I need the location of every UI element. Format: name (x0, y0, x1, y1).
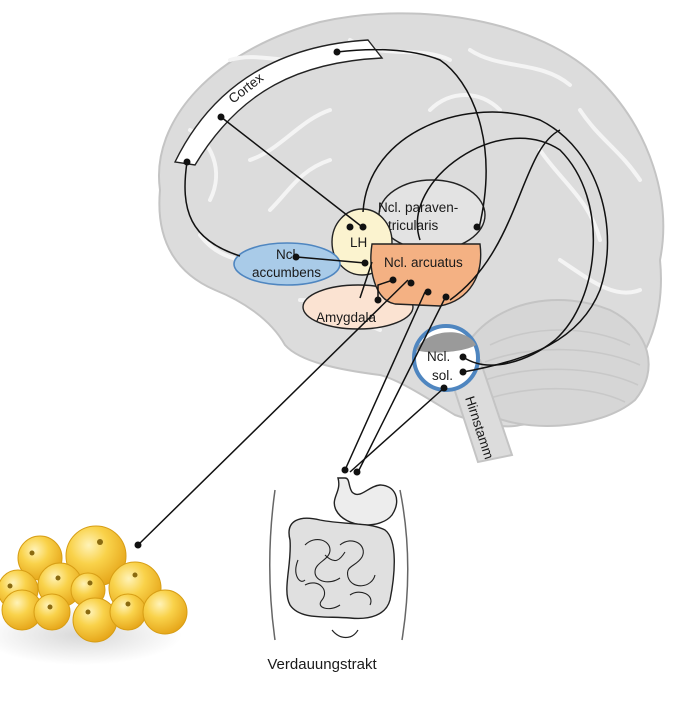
arcuatus-inner-arc (416, 137, 595, 366)
ncl-paraventricularis-label-1: Ncl. paraven- (378, 200, 458, 215)
stomach (333, 477, 398, 526)
cortex-shape (173, 39, 384, 166)
ncl-arcuatus-region (370, 243, 482, 307)
sol-to-gut-line (349, 387, 445, 473)
cortex-to-lh-line (220, 116, 362, 227)
arcuatus-to-sol-arc (449, 129, 561, 301)
fat-tissue-illustration (0, 525, 188, 665)
arcuatus-to-gut-line-2 (357, 295, 447, 473)
lh-to-sol-arc (362, 111, 609, 373)
lh-to-amygdala-line (359, 261, 373, 299)
ncl-paraventricularis-label-2: tricularis (388, 218, 439, 233)
connections (137, 48, 609, 546)
large-intestine (286, 517, 395, 620)
ncl-solitarius-label-2: sol. (432, 368, 453, 383)
ncl-solitarius-label-1: Ncl. (427, 349, 450, 364)
pvn-to-cortex-arc (336, 48, 487, 229)
arcuatus-to-gut-line-1 (344, 291, 426, 471)
amygdala-label: Amygdala (316, 310, 377, 325)
amygdala-to-arc-line (377, 279, 394, 300)
digestive-tract-illustration (269, 477, 409, 641)
ncl-accumbens-label-2: accumbens (252, 265, 321, 280)
verdauungstrakt-label: Verdauungstrakt (267, 656, 377, 673)
accumbens-to-lh-line (296, 256, 366, 264)
lh-label: LH (350, 235, 367, 250)
cerebellum-folds (484, 329, 641, 403)
ncl-paraventricularis-region (378, 179, 486, 251)
cortex-to-accumbens-arc (184, 161, 241, 257)
ncl-arcuatus-label: Ncl. arcuatus (384, 255, 463, 270)
arcuatus-to-fat-line (137, 279, 409, 546)
small-intestine (295, 539, 376, 610)
ncl-accumbens-region (233, 242, 341, 286)
connection-dots (134, 48, 481, 549)
